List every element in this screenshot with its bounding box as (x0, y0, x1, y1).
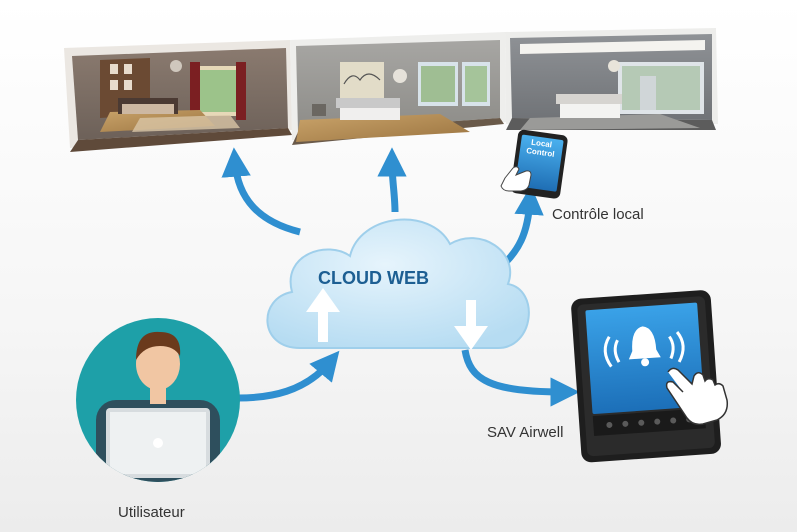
arrow-cloud-to-room-2 (377, 147, 407, 213)
download-arrow-icon (454, 300, 488, 350)
arrow-cloud-to-sav (461, 349, 580, 407)
bell-icon (603, 326, 685, 368)
arrow-cloud-to-room-1 (221, 147, 301, 236)
cloud-web-shape (266, 218, 530, 350)
arrow-user-to-cloud (237, 350, 340, 402)
room-2-image (290, 32, 506, 145)
sav-airwell-label: SAV Airwell (487, 424, 564, 441)
room-1-image (64, 40, 292, 152)
room-3-image (505, 28, 718, 130)
local-control-label: Contrôle local (552, 206, 644, 223)
upload-arrow-icon (306, 288, 340, 342)
hand-pointer-small-icon (500, 166, 532, 192)
user-label: Utilisateur (118, 504, 185, 521)
cloud-web-label: CLOUD WEB (318, 268, 429, 288)
hand-pointer-icon (665, 367, 729, 426)
sav-tablet (571, 290, 721, 463)
laptop-icon (106, 408, 210, 478)
user-avatar (76, 318, 240, 482)
